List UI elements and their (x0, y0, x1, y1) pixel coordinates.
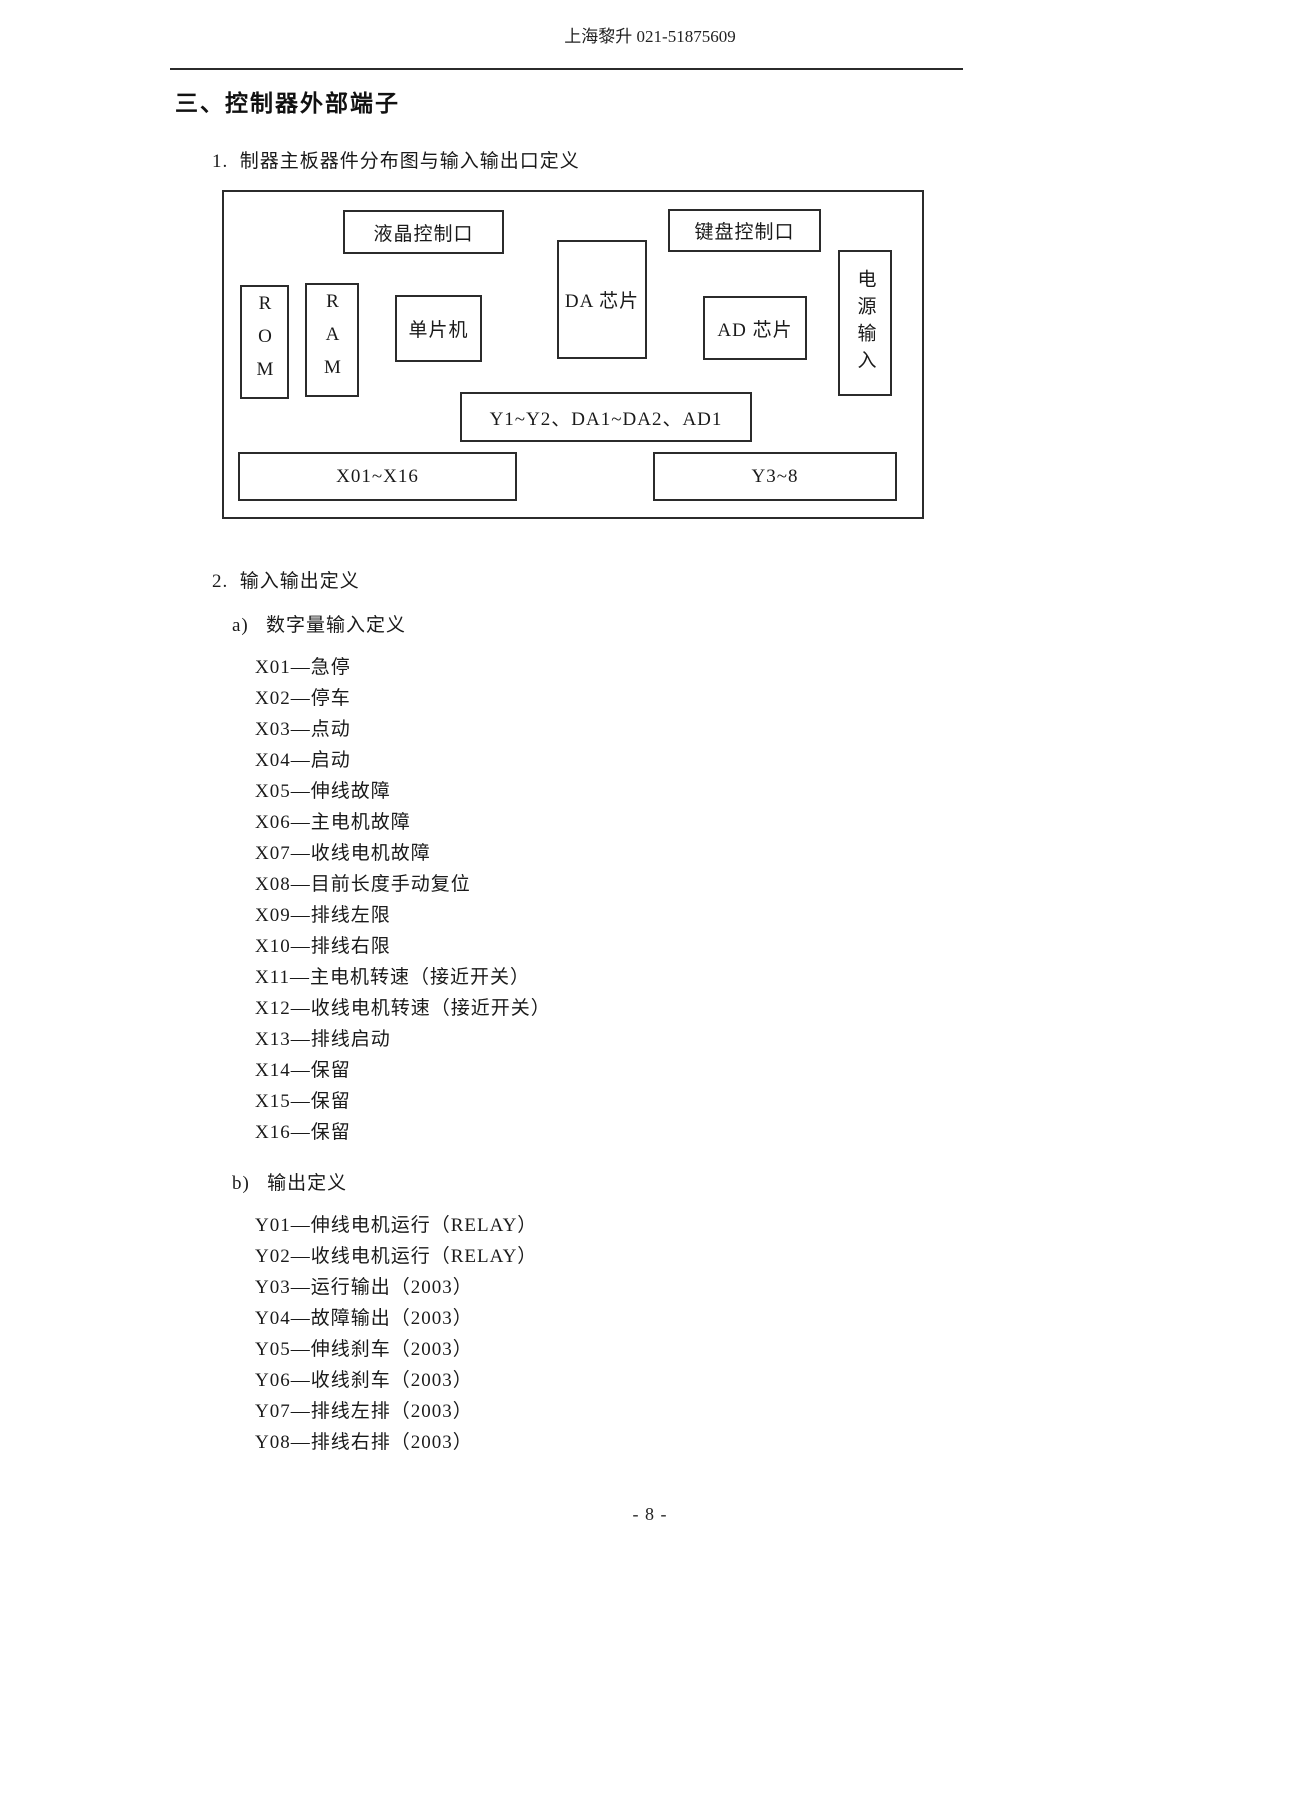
input-definition-item: X08—目前长度手动复位 (255, 874, 471, 895)
section-title: 三、控制器外部端子 (175, 91, 400, 116)
rom-box: ROM (240, 285, 289, 399)
digital-input-definitions-list: X01—急停 X02—停车 X03—点动 X04—启动 X05—伸线故障 X06—主电机故… (255, 652, 551, 1148)
x-terminals-box: X01~X16 (238, 452, 517, 501)
output-definition-item: Y04—故障输出（2003） (255, 1308, 473, 1329)
input-definition-item: X03—点动 (255, 719, 351, 740)
output-definition-item: Y07—排线左排（2003） (255, 1401, 473, 1422)
output-definition-item: Y01—伸线电机运行（RELAY） (255, 1215, 538, 1236)
company-header-text: 上海黎升 021-51875609 (564, 27, 736, 46)
lcd-control-port-box: 液晶控制口 (343, 210, 504, 254)
input-definition-item: X05—伸线故障 (255, 781, 391, 802)
output-definitions-list: Y01—伸线电机运行（RELAY） Y02—收线电机运行（RELAY） Y03—运行… (255, 1210, 537, 1458)
input-definition-item: X09—排线左限 (255, 905, 391, 926)
y-terminals-box: Y3~8 (653, 452, 897, 501)
input-definition-item: X02—停车 (255, 688, 351, 709)
digital-input-definitions-label: a) 数字量输入定义 (232, 615, 407, 636)
power-input-box: 电源输入 (838, 250, 892, 396)
ad-chip-box: AD 芯片 (703, 296, 807, 360)
item2-title: 2. 输入输出定义 (212, 571, 360, 592)
keyboard-control-port-box: 键盘控制口 (668, 209, 821, 252)
header-rule (170, 68, 963, 70)
input-definition-item: X12—收线电机转速（接近开关） (255, 998, 551, 1019)
output-definitions-label: b) 输出定义 (232, 1173, 348, 1194)
output-definition-item: Y06—收线刹车（2003） (255, 1370, 473, 1391)
input-definition-item: X06—主电机故障 (255, 812, 411, 833)
da-chip-box: DA 芯片 (557, 240, 647, 359)
input-definition-item: X01—急停 (255, 657, 351, 678)
page-header: 上海黎升 021-51875609 (0, 22, 1300, 47)
input-definition-item: X16—保留 (255, 1122, 351, 1143)
output-definition-item: Y08—排线右排（2003） (255, 1432, 473, 1453)
output-definition-item: Y02—收线电机运行（RELAY） (255, 1246, 538, 1267)
input-definition-item: X10—排线右限 (255, 936, 391, 957)
output-definition-item: Y03—运行输出（2003） (255, 1277, 473, 1298)
input-definition-item: X14—保留 (255, 1060, 351, 1081)
page-number: - 8 - (632, 1504, 668, 1524)
input-definition-item: X11—主电机转速（接近开关） (255, 967, 531, 988)
input-definition-item: X13—排线启动 (255, 1029, 391, 1050)
board-layout-diagram: 液晶控制口 键盘控制口 ROM RAM 单片机 DA 芯片 AD 芯片 电源输入… (222, 190, 924, 519)
item1-title: 1. 制器主板器件分布图与输入输出口定义 (212, 151, 580, 172)
mcu-box: 单片机 (395, 295, 482, 362)
input-definition-item: X07—收线电机故障 (255, 843, 431, 864)
io-bus-box: Y1~Y2、DA1~DA2、AD1 (460, 392, 752, 442)
input-definition-item: X15—保留 (255, 1091, 351, 1112)
ram-box: RAM (305, 283, 359, 397)
input-definition-item: X04—启动 (255, 750, 351, 771)
output-definition-item: Y05—伸线刹车（2003） (255, 1339, 473, 1360)
